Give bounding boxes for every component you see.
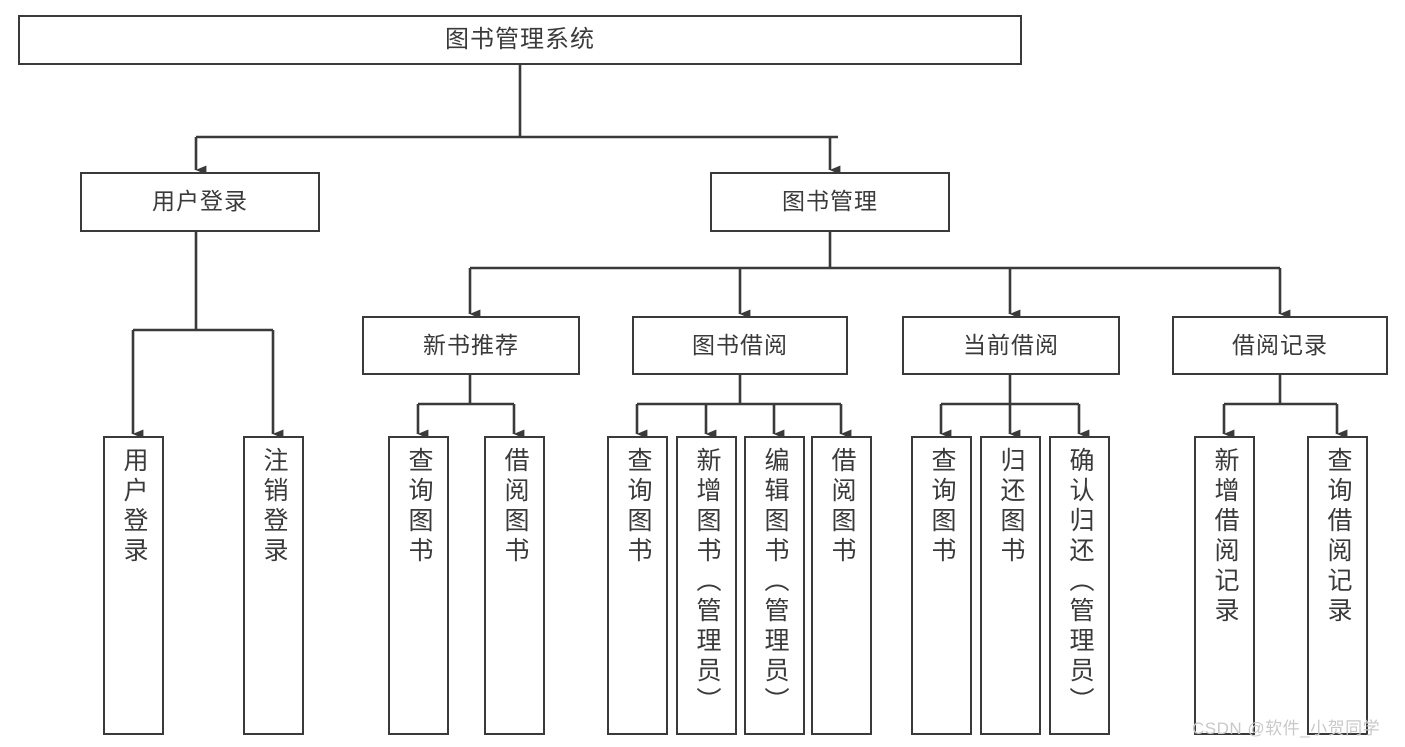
node-label: 查询图书 — [405, 447, 433, 567]
node-label: 查询图书 — [928, 447, 956, 567]
leaf-borrow-book[interactable]: 借阅图书 — [811, 436, 872, 735]
node-book-borrow[interactable]: 图书借阅 — [632, 316, 848, 375]
node-label: 编辑图书（管理员） — [761, 447, 789, 717]
leaf-query-borrow-record[interactable]: 查询借阅记录 — [1307, 436, 1368, 735]
node-label: 用户登录 — [120, 447, 148, 567]
node-label: 确认归还（管理员） — [1066, 447, 1094, 717]
leaf-user-login[interactable]: 用户登录 — [103, 436, 164, 735]
node-current-borrow[interactable]: 当前借阅 — [902, 316, 1120, 375]
node-borrow-record[interactable]: 借阅记录 — [1172, 316, 1388, 375]
node-label: 图书借阅 — [692, 331, 788, 358]
node-user-login[interactable]: 用户登录 — [80, 172, 320, 232]
node-label: 图书管理 — [782, 188, 878, 215]
node-label: 查询借阅记录 — [1324, 447, 1352, 627]
leaf-query-book-borrow[interactable]: 查询图书 — [607, 436, 668, 735]
node-label: 新增借阅记录 — [1211, 447, 1239, 627]
leaf-return-book[interactable]: 归还图书 — [980, 436, 1041, 735]
node-label: 用户登录 — [152, 188, 248, 215]
node-label: 借阅记录 — [1232, 331, 1328, 358]
leaf-confirm-return-admin[interactable]: 确认归还（管理员） — [1049, 436, 1110, 735]
node-label: 借阅图书 — [828, 447, 856, 567]
node-label: 注销登录 — [260, 447, 288, 567]
node-label: 归还图书 — [997, 447, 1025, 567]
leaf-add-borrow-record[interactable]: 新增借阅记录 — [1194, 436, 1255, 735]
leaf-query-book-current[interactable]: 查询图书 — [911, 436, 972, 735]
node-label: 新书推荐 — [423, 331, 519, 358]
node-new-book-recommend[interactable]: 新书推荐 — [362, 316, 580, 375]
node-label: 查询图书 — [624, 447, 652, 567]
node-label: 借阅图书 — [501, 447, 529, 567]
node-label: 图书管理系统 — [445, 25, 595, 53]
leaf-edit-book-admin[interactable]: 编辑图书（管理员） — [744, 436, 805, 735]
watermark: CSDN @软件_小贺同学 — [1192, 719, 1381, 738]
leaf-logout[interactable]: 注销登录 — [243, 436, 304, 735]
node-root-system[interactable]: 图书管理系统 — [18, 15, 1022, 65]
leaf-add-book-admin[interactable]: 新增图书（管理员） — [676, 436, 737, 735]
node-label: 新增图书（管理员） — [693, 447, 721, 717]
leaf-borrow-book-newbook[interactable]: 借阅图书 — [484, 436, 545, 735]
node-label: 当前借阅 — [963, 331, 1059, 358]
node-book-management[interactable]: 图书管理 — [710, 172, 950, 232]
leaf-query-book-newbook[interactable]: 查询图书 — [388, 436, 449, 735]
